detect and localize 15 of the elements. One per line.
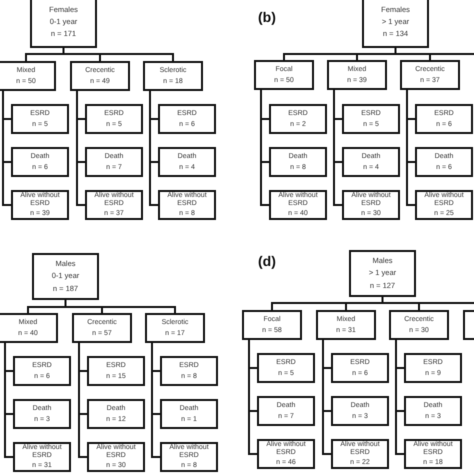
panel-label: (d) xyxy=(258,253,276,269)
panel-label: (b) xyxy=(258,9,276,25)
connector-line xyxy=(395,340,404,455)
connector-line xyxy=(248,340,257,455)
connector-line xyxy=(406,90,415,206)
connector-line xyxy=(260,90,269,206)
connector-line xyxy=(76,91,85,206)
connector-line xyxy=(4,343,13,458)
connector-line xyxy=(149,91,158,206)
connector-line xyxy=(151,343,160,458)
connector-line xyxy=(78,343,87,458)
connector-line xyxy=(333,90,342,206)
connector-line xyxy=(322,340,331,455)
connector-line xyxy=(2,91,11,206)
connector-line xyxy=(394,48,474,55)
